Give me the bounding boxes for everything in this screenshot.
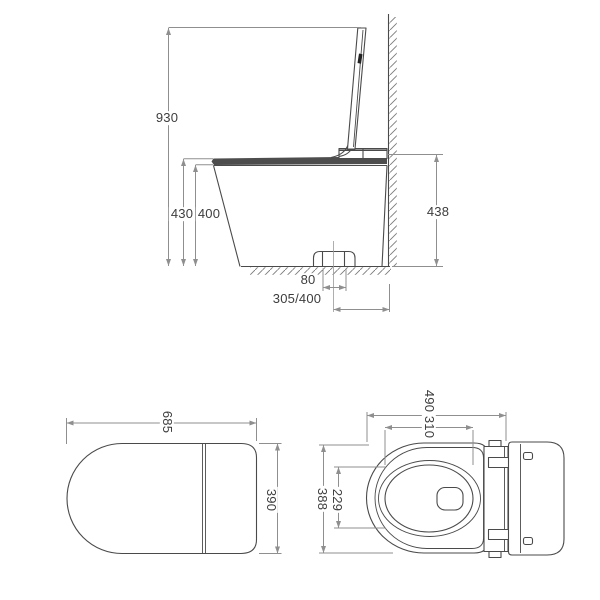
side-elevation-view: [211, 14, 397, 312]
plan-view-open-dimensions: [319, 412, 507, 554]
hinge-tab-bottom: [488, 550, 502, 559]
dim-label-back-height: 438: [424, 204, 452, 220]
dim-label-total-height: 930: [153, 110, 181, 126]
dim-label-rough-in: 305/400: [270, 291, 324, 307]
floor-hatching: [250, 267, 391, 275]
toilet-body-outline: [212, 164, 388, 267]
dim-label-bowl-opening-depth: 229: [329, 486, 345, 514]
nozzle-cover: [436, 486, 464, 511]
lid-button-mark: [357, 53, 363, 64]
plan-view-open: [366, 439, 565, 559]
bowl-rim-contour: [378, 460, 481, 537]
seat-inner-contour: [374, 447, 484, 549]
lid-bolt-bottom: [522, 536, 534, 546]
dim-label-trap-width: 80: [298, 272, 318, 288]
plan-view-closed: [66, 442, 258, 555]
dim-label-overall-length: 685: [159, 408, 175, 436]
dim-label-overall-width: 390: [263, 486, 279, 514]
dim-label-seat-length: 490: [421, 387, 437, 415]
open-lid-inner-edge: [353, 29, 364, 148]
drain-outline: [312, 250, 356, 267]
open-lid-plan: [507, 441, 565, 556]
plan-view-closed-dimensions: [66, 418, 282, 554]
lid-bolt-top: [522, 451, 534, 461]
hinge-tab-top: [488, 439, 502, 448]
dim-label-seat-width: 388: [314, 485, 330, 513]
side-elevation-dimensions: [166, 27, 443, 312]
closed-lid-outline: [66, 442, 258, 555]
open-lid-side: [346, 27, 367, 150]
dim-label-bowl-opening-width: 310: [421, 413, 437, 441]
bowl-opening: [384, 464, 474, 533]
dim-label-rim-height: 400: [195, 206, 223, 222]
dim-label-seat-height: 430: [168, 206, 196, 222]
wall-hatching: [389, 17, 397, 266]
